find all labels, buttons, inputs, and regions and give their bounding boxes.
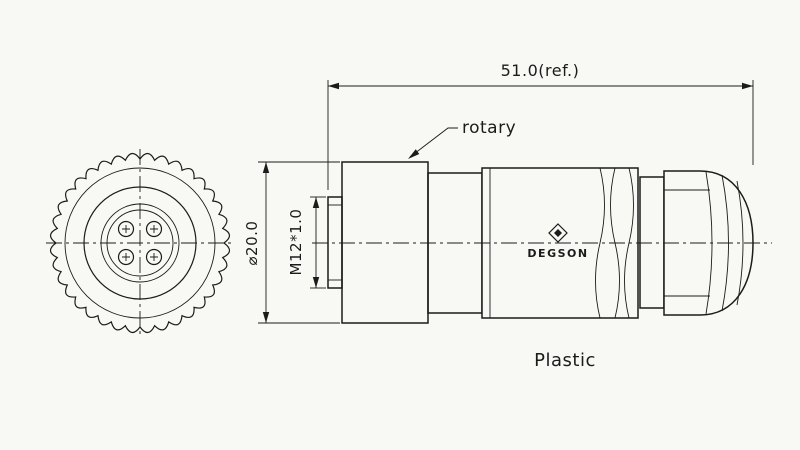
logo-diamond [548, 223, 568, 243]
dimension-overall-length: 51.0(ref.) [327, 61, 754, 190]
rotary-nut [341, 161, 429, 324]
dim-arrow-top [262, 162, 270, 173]
pin-cross [122, 253, 130, 261]
dim-text-overall: 51.0(ref.) [501, 61, 580, 80]
pin-circle [145, 248, 163, 266]
leader-line [409, 127, 458, 158]
dim-text-thread: M12*1.0 [287, 209, 305, 276]
pin-bottom-left [117, 248, 135, 266]
grip-wave-1 [595, 167, 605, 319]
dim-text-diameter: ⌀20.0 [243, 221, 261, 266]
logo-mark [554, 229, 562, 237]
brand-logo: DEGSON [527, 223, 588, 260]
cable-gland-dome [663, 170, 754, 316]
material-label: Plastic [534, 350, 596, 371]
knurl-ring [639, 176, 665, 309]
rotary-callout: rotary [408, 118, 516, 159]
pin-bottom-right [145, 248, 163, 266]
pin-cross [122, 225, 130, 233]
dome-contour-3 [736, 180, 744, 306]
pin-circle [117, 248, 135, 266]
leader-arrow [408, 149, 420, 159]
dim-arrow-right [742, 82, 753, 90]
front-view [46, 149, 234, 337]
side-view: DEGSON [312, 161, 772, 324]
rotary-label: rotary [462, 118, 516, 138]
dim-arrow-left [328, 82, 339, 90]
brand-text: DEGSON [527, 247, 588, 260]
pin-cross [150, 253, 158, 261]
pin-circle [145, 220, 163, 238]
pin-circle [117, 220, 135, 238]
dimension-thread: M12*1.0 [287, 196, 326, 289]
pin-top-right [145, 220, 163, 238]
thread-stub-outline [327, 196, 343, 289]
pin-top-left [117, 220, 135, 238]
pin-cross [150, 225, 158, 233]
dimension-diameter: ⌀20.0 [243, 161, 340, 324]
thread-stub [327, 196, 343, 289]
dim-arrow-bottom [262, 312, 270, 323]
dim-arrow-top [312, 197, 320, 208]
dim-arrow-bottom [312, 277, 320, 288]
